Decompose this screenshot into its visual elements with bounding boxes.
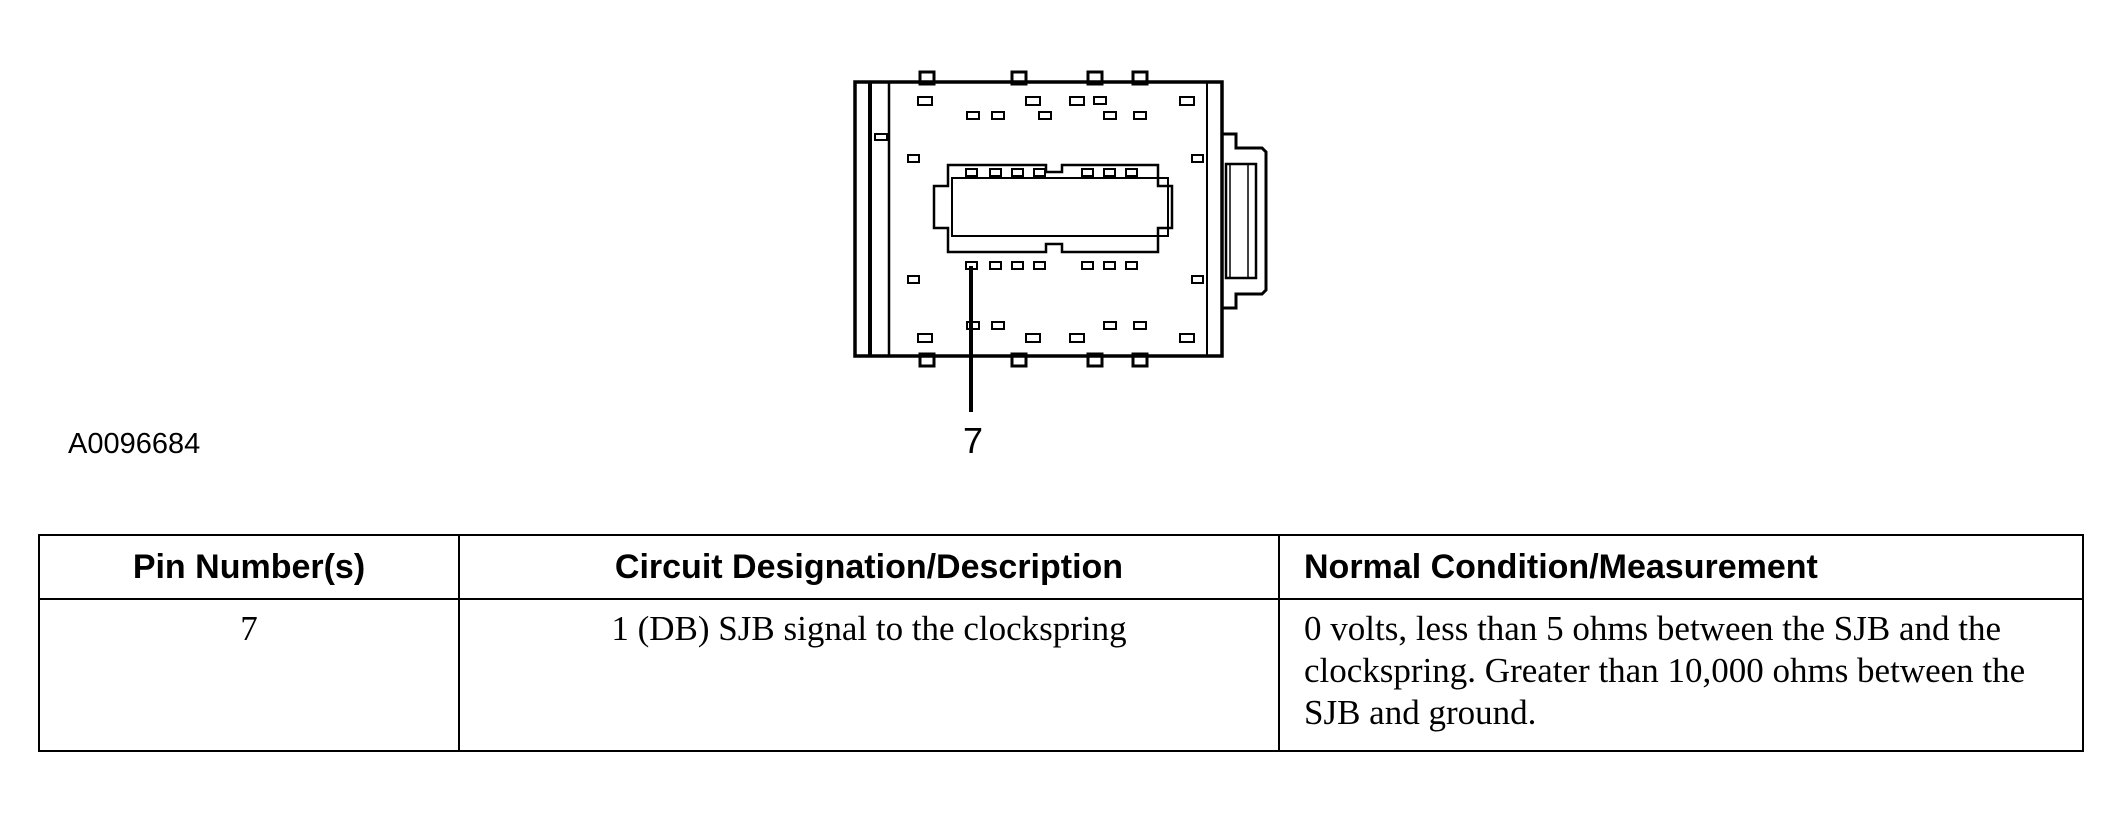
pin-callout-label: 7 [962,420,984,461]
header-circuit-designation: Circuit Designation/Description [458,534,1280,600]
header-normal-condition: Normal Condition/Measurement [1278,534,2084,600]
header-pin-numbers: Pin Number(s) [38,534,460,600]
cell-normal-condition: 0 volts, less than 5 ohms between the SJ… [1278,598,2084,752]
cell-circuit-description: 1 (DB) SJB signal to the clockspring [458,598,1280,752]
table-row: 7 1 (DB) SJB signal to the clockspring 0… [38,598,2084,752]
pin-table: Pin Number(s) Circuit Designation/Descri… [38,534,2084,752]
connector-diagram [853,70,1268,412]
cell-pin-number: 7 [38,598,460,752]
figure-id-label: A0096684 [68,428,201,460]
table-header-row: Pin Number(s) Circuit Designation/Descri… [38,534,2084,600]
